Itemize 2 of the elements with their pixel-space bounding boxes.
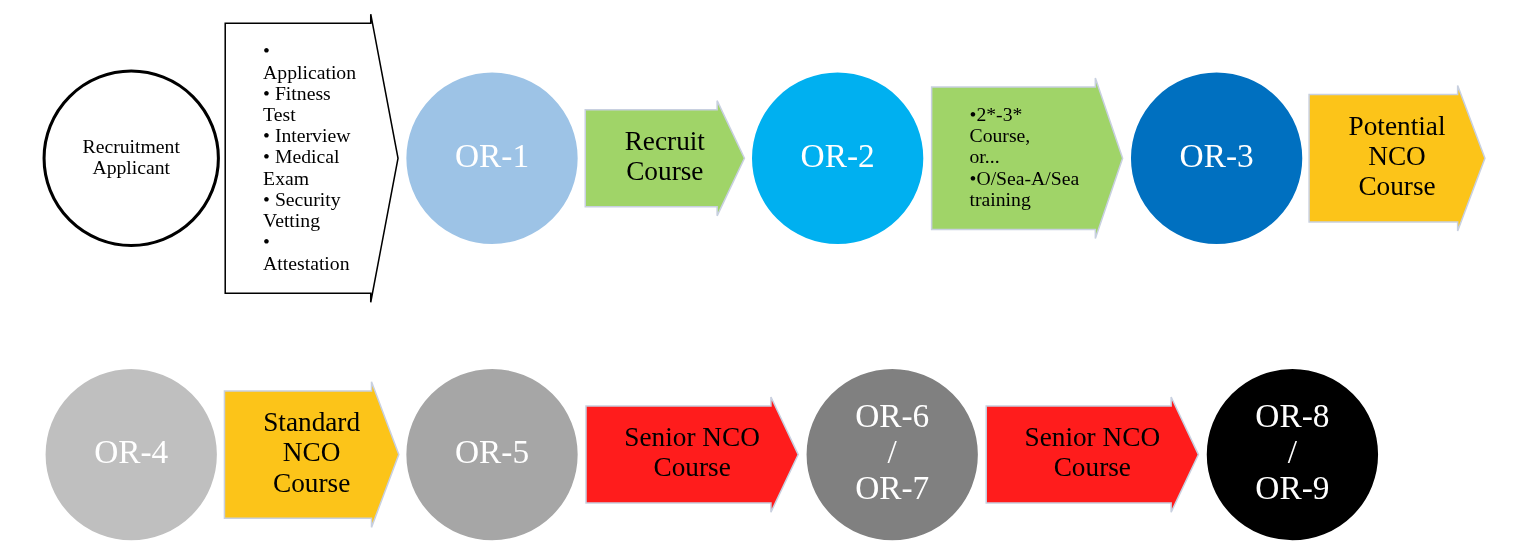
node-circle: OR-1 bbox=[403, 69, 581, 247]
node-circle: Recruitment Applicant bbox=[42, 69, 220, 247]
